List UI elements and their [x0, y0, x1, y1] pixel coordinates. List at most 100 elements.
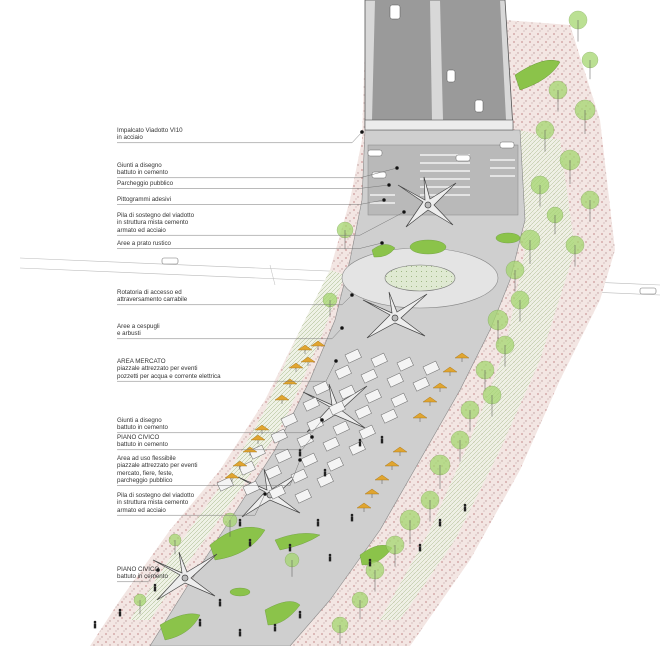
person-icon	[323, 468, 327, 472]
person-icon	[380, 435, 384, 439]
person-icon	[248, 538, 252, 542]
person-icon	[316, 518, 320, 522]
person-icon	[198, 618, 202, 622]
market-stall	[268, 484, 286, 500]
person-icon	[93, 620, 97, 624]
leader-dot	[339, 325, 345, 331]
leader-line	[117, 327, 343, 340]
roundabout	[341, 247, 499, 309]
person-icon	[218, 601, 222, 607]
market-umbrellas	[224, 340, 470, 512]
leader-dot	[386, 182, 392, 188]
market-stall	[290, 468, 308, 484]
person-icon	[328, 553, 332, 557]
person-icon	[238, 518, 242, 522]
market-stall	[412, 376, 430, 392]
leader-line	[117, 211, 405, 236]
market-stall	[334, 364, 352, 380]
person-icon	[368, 558, 372, 562]
person-icon	[418, 546, 422, 552]
leader-line	[117, 242, 383, 249]
leader-dot	[381, 197, 387, 203]
leader-line	[117, 360, 337, 382]
market-stall	[338, 384, 356, 400]
leader-dot	[394, 165, 400, 171]
market-stall	[294, 488, 312, 504]
leader-dot	[309, 434, 315, 440]
lawn-area	[159, 232, 521, 641]
market-stall	[360, 368, 378, 384]
person-icon	[323, 471, 327, 477]
market-stall	[344, 348, 362, 364]
person-icon	[438, 518, 442, 522]
market-stall	[302, 396, 320, 412]
leader-lines	[117, 129, 407, 583]
market-stall	[358, 424, 376, 440]
person-icon	[93, 623, 97, 629]
person-icon	[298, 451, 302, 457]
leader-line	[117, 294, 353, 306]
person-icon	[463, 503, 467, 507]
person-icon	[238, 631, 242, 637]
market-stall	[316, 472, 334, 488]
market-stall	[364, 388, 382, 404]
market-stall	[280, 412, 298, 428]
leader-line	[117, 569, 159, 583]
market-stall	[380, 408, 398, 424]
lawn-area	[514, 59, 561, 91]
leader-dot	[262, 491, 268, 497]
person-icon	[298, 613, 302, 619]
market-stall	[322, 436, 340, 452]
person-icon	[368, 561, 372, 567]
person-icon	[316, 521, 320, 527]
market-stall	[216, 476, 234, 492]
person-icon	[238, 521, 242, 527]
person-icon	[118, 608, 122, 612]
person-icon	[328, 556, 332, 562]
leader-line	[117, 131, 363, 144]
person-icon	[358, 441, 362, 447]
leader-line	[117, 459, 301, 486]
leader-dot	[349, 292, 355, 298]
person-icon	[288, 546, 292, 552]
person-icon	[298, 610, 302, 614]
market-stall	[312, 380, 330, 396]
person-icon	[153, 583, 157, 587]
leader-dot	[155, 567, 161, 573]
leader-line	[117, 184, 390, 189]
person-icon	[198, 621, 202, 627]
market-stall	[326, 456, 344, 472]
person-icon	[438, 521, 442, 527]
leader-line	[117, 436, 313, 451]
market-stall	[328, 400, 346, 416]
person-icon	[218, 598, 222, 602]
people	[93, 435, 467, 637]
leader-dot	[379, 240, 385, 246]
leader-line	[117, 493, 266, 516]
market-stall	[396, 356, 414, 372]
person-icon	[358, 438, 362, 442]
leader-dot	[333, 358, 339, 364]
shrub-area	[130, 270, 345, 620]
person-icon	[350, 513, 354, 517]
person-icon	[350, 516, 354, 522]
market-stall	[264, 464, 282, 480]
person-icon	[380, 438, 384, 444]
trees	[133, 10, 600, 645]
market-stall	[332, 420, 350, 436]
person-icon	[273, 626, 277, 632]
market-stall	[242, 480, 260, 496]
market-stalls	[216, 348, 440, 504]
leader-dot	[319, 417, 325, 423]
market-stall	[422, 360, 440, 376]
person-icon	[153, 586, 157, 592]
person-icon	[288, 543, 292, 547]
leader-dot	[297, 457, 303, 463]
person-icon	[238, 628, 242, 632]
market-stall	[386, 372, 404, 388]
car-icon	[639, 287, 657, 295]
person-icon	[463, 506, 467, 512]
leader-line	[117, 167, 398, 179]
person-icon	[248, 541, 252, 547]
